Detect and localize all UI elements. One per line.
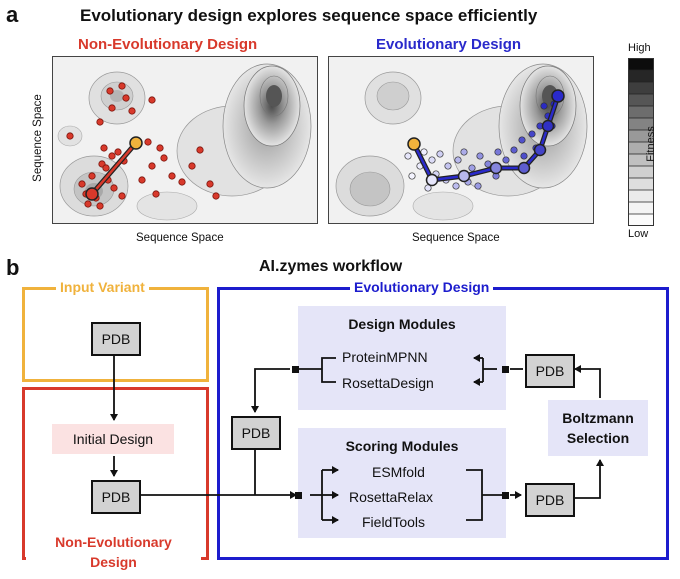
pdb-parent-box: PDB <box>231 416 281 450</box>
evolutionary-design-label: Evolutionary Design <box>350 279 494 295</box>
start-point-marker <box>129 136 143 150</box>
non-evolutionary-landscape <box>52 56 318 224</box>
non-evolutionary-label: Non-Evolutionary Design <box>26 532 201 572</box>
evolutionary-subtitle: Evolutionary Design <box>376 36 522 53</box>
left-y-axis-label: Sequence Space <box>32 94 44 182</box>
fitness-low-label: Low <box>628 228 649 240</box>
right-x-axis-label: Sequence Space <box>412 232 500 244</box>
fitness-colorbar <box>628 58 654 226</box>
design-modules-title: Design Modules <box>348 316 456 332</box>
initial-design-box: Initial Design <box>52 424 174 454</box>
boltzmann-line1: Boltzmann <box>562 410 634 426</box>
panel-b-title: AI.zymes workflow <box>259 258 403 275</box>
panel-a-title: Evolutionary design explores sequence sp… <box>80 6 538 25</box>
module-proteinmpnn: ProteinMPNN <box>342 349 428 365</box>
end-point-marker <box>85 187 99 201</box>
end-point-marker <box>551 89 565 103</box>
non-evolutionary-label-line1: Non-Evolutionary <box>55 534 172 550</box>
module-fieldtools: FieldTools <box>362 514 426 530</box>
non-evolutionary-subtitle: Non-Evolutionary Design <box>78 36 258 53</box>
boltzmann-selection-box: Boltzmann Selection <box>548 400 648 456</box>
pdb-initial-design-box: PDB <box>91 480 141 514</box>
pdb-input-box: PDB <box>91 322 141 356</box>
panel-letter-a: a <box>6 2 19 27</box>
pdb-selected-box: PDB <box>525 354 575 388</box>
left-x-axis-label: Sequence Space <box>136 232 224 244</box>
boltzmann-line2: Selection <box>566 430 630 446</box>
non-evolutionary-label-line2: Design <box>90 554 137 570</box>
module-rosettadesign: RosettaDesign <box>342 375 434 391</box>
fitness-axis-label: Fitness <box>645 126 657 162</box>
panel-letter-b: b <box>6 255 20 280</box>
pdb-scored-box: PDB <box>525 483 575 517</box>
module-esmfold: ESMfold <box>372 464 425 480</box>
input-variant-label: Input Variant <box>56 279 149 295</box>
scoring-modules-title: Scoring Modules <box>345 438 459 454</box>
evolutionary-landscape <box>328 56 594 224</box>
start-point-marker <box>407 137 421 151</box>
fitness-high-label: High <box>628 42 651 54</box>
module-rosettarelax: RosettaRelax <box>349 489 434 505</box>
